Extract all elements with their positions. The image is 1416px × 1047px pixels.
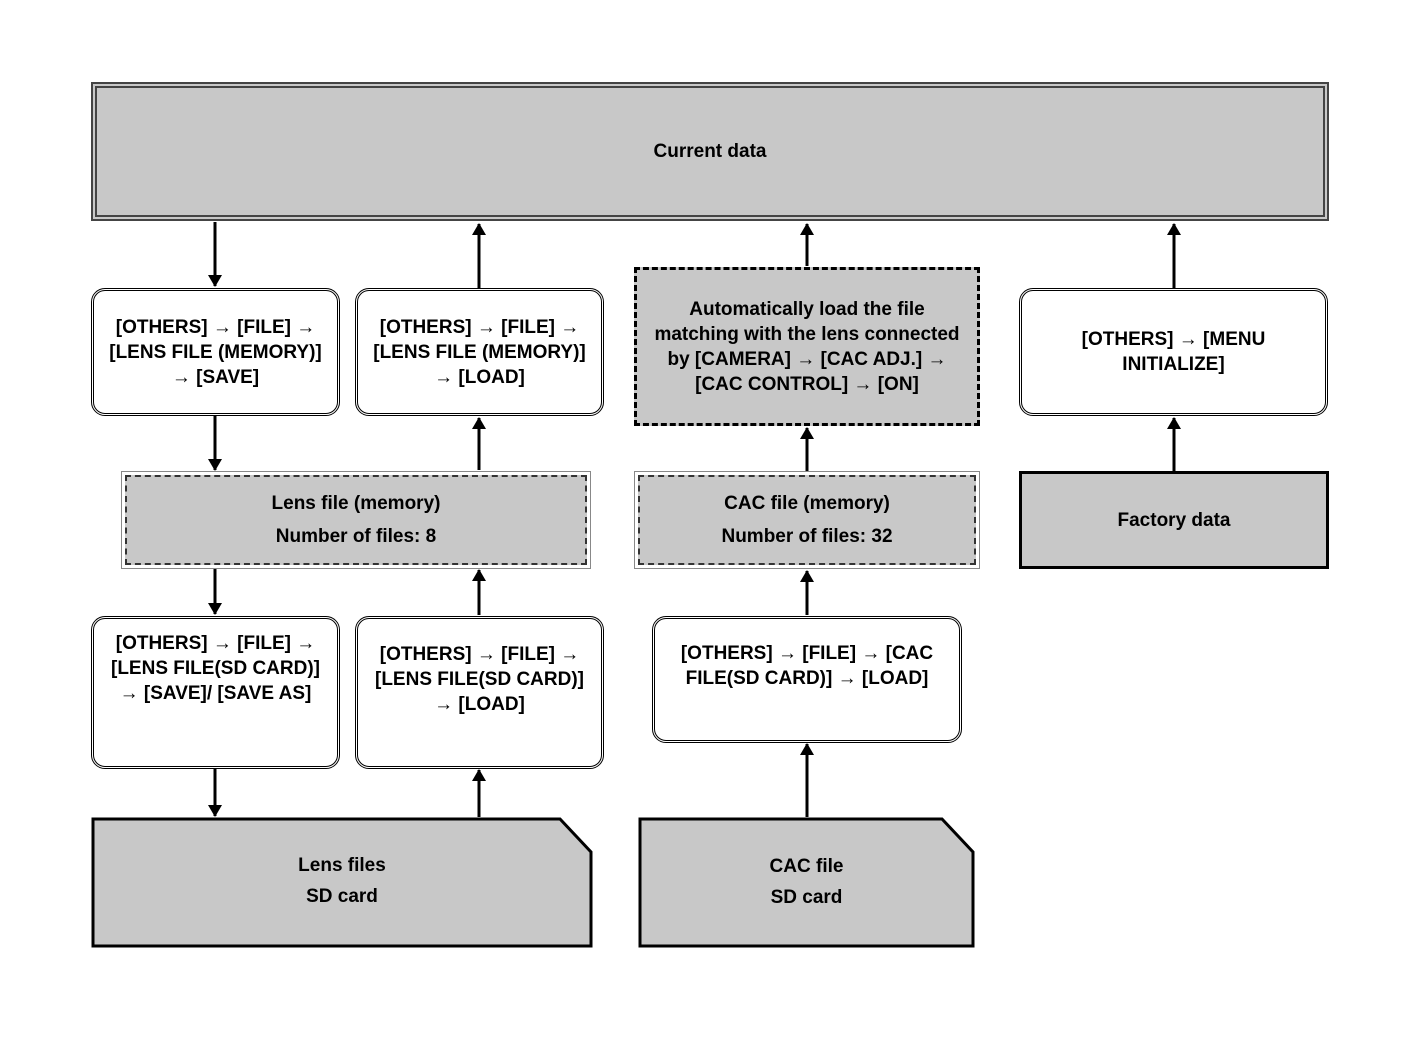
menu-initialize-label: [OTHERS] → [MENU INITIALIZE] <box>1081 329 1266 375</box>
cac-sd-load-label: [OTHERS] → [FILE] → [CAC FILE(SD CARD)] … <box>680 643 934 689</box>
lens-file-memory-title: Lens file (memory) <box>271 493 441 514</box>
cac-sd-card-title: CAC file <box>769 856 844 877</box>
lens-memory-load-box: [OTHERS] → [FILE] → [LENS FILE (MEMORY)]… <box>355 288 604 416</box>
factory-data-box: Factory data <box>1019 471 1329 569</box>
cac-sd-load-box: [OTHERS] → [FILE] → [CAC FILE(SD CARD)] … <box>652 616 962 743</box>
lens-sd-load-label: [OTHERS] → [FILE] → [LENS FILE(SD CARD)]… <box>375 644 584 715</box>
lens-file-memory-box: Lens file (memory) Number of files: 8 <box>121 471 591 569</box>
cac-file-memory-box: CAC file (memory) Number of files: 32 <box>634 471 980 569</box>
lens-sd-card-shape <box>91 817 593 948</box>
lens-sd-load-box: [OTHERS] → [FILE] → [LENS FILE(SD CARD)]… <box>355 616 604 769</box>
cac-auto-load-box: Automatically load the file matching wit… <box>634 267 980 426</box>
cac-sd-card: CAC file SD card <box>640 835 973 929</box>
cac-sd-card-shape <box>638 817 975 948</box>
lens-sd-save-label: [OTHERS] → [FILE] → [LENS FILE(SD CARD)]… <box>111 633 320 704</box>
cac-file-memory-count: Number of files: 32 <box>721 526 893 547</box>
lens-sd-card: Lens files SD card <box>93 835 591 927</box>
factory-data-label: Factory data <box>1117 509 1231 531</box>
lens-memory-save-box: [OTHERS] → [FILE] → [LENS FILE (MEMORY)]… <box>91 288 340 416</box>
lens-sd-card-subtitle: SD card <box>306 886 378 907</box>
lens-file-memory-count: Number of files: 8 <box>275 526 437 547</box>
lens-memory-load-label: [OTHERS] → [FILE] → [LENS FILE (MEMORY)]… <box>373 316 586 388</box>
lens-sd-card-title: Lens files <box>298 855 386 876</box>
current-data-box: Current data <box>91 82 1329 221</box>
lens-memory-save-label: [OTHERS] → [FILE] → [LENS FILE (MEMORY)]… <box>109 316 322 388</box>
cac-sd-card-subtitle: SD card <box>770 887 843 908</box>
lens-sd-save-box: [OTHERS] → [FILE] → [LENS FILE(SD CARD)]… <box>91 616 340 769</box>
menu-initialize-box: [OTHERS] → [MENU INITIALIZE] <box>1019 288 1328 416</box>
current-data-label: Current data <box>653 141 767 162</box>
cac-auto-load-label: Automatically load the file matching wit… <box>654 298 960 395</box>
cac-file-memory-title: CAC file (memory) <box>724 493 890 514</box>
